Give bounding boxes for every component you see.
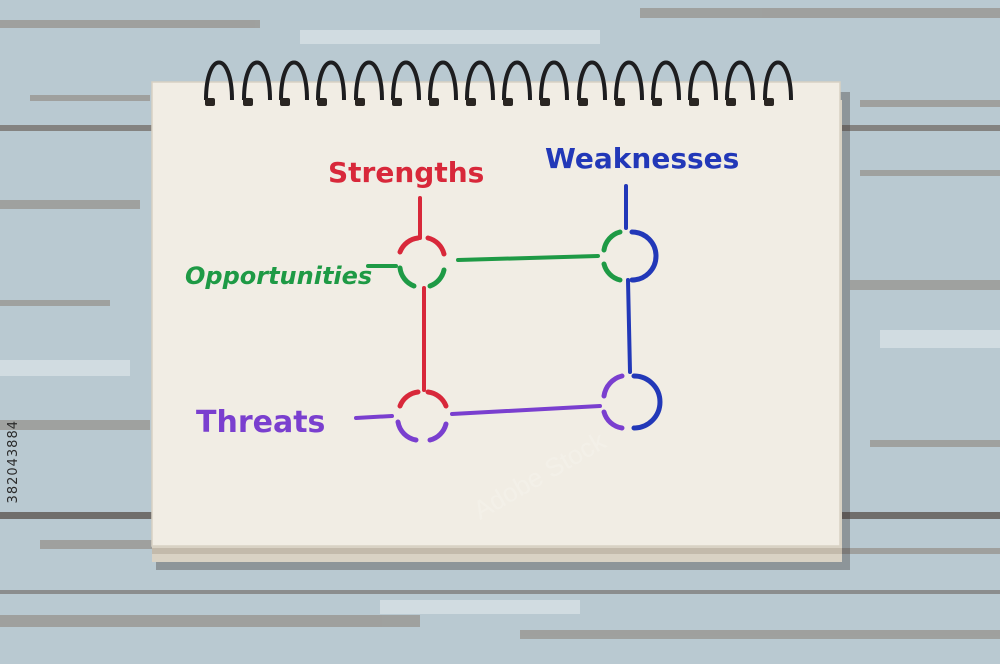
node-so [397,235,447,289]
threats-line [354,414,394,420]
threats-label: Threats [196,405,325,440]
node-st [395,389,449,443]
opportunities-label: Opportunities [185,262,372,290]
node-wo [601,229,659,283]
notebook-page [152,82,840,546]
stock-id-label: 382043884 [6,420,21,504]
diagram-lines [354,184,632,420]
node-wt [601,373,663,431]
strengths-label: Strengths [328,156,484,189]
weaknesses-label: Weaknesses [545,142,739,175]
spiral-holes [205,98,774,106]
spiral-binding [204,60,793,101]
